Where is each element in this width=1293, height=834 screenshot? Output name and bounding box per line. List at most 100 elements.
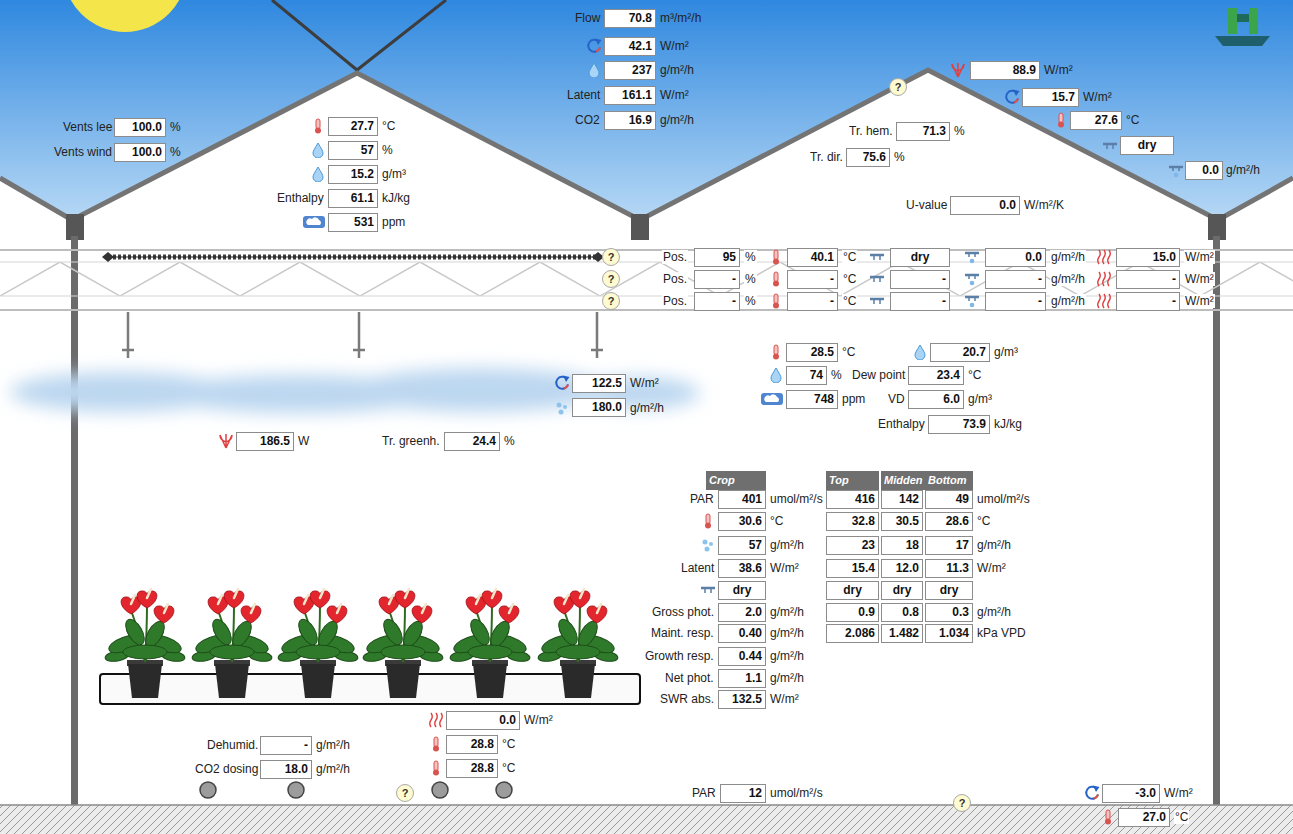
unit-label: ppm xyxy=(842,392,865,406)
value-text: - xyxy=(830,293,834,310)
plants xyxy=(362,589,443,698)
help-button: ? xyxy=(396,784,414,802)
sensor-icons xyxy=(1058,113,1064,128)
sensor-icons xyxy=(915,345,925,360)
unit-label: g/m³ xyxy=(994,345,1018,359)
field-label: Enthalpy xyxy=(878,417,925,431)
value-text: 28.5 xyxy=(811,344,834,361)
value-box: 27.7 xyxy=(328,117,378,136)
unit-label: g/m²/h xyxy=(977,605,1011,619)
value-box: 416 xyxy=(826,490,879,509)
sensor-icons xyxy=(433,737,439,752)
value-text: 2.0 xyxy=(745,604,762,621)
value-text: Top xyxy=(829,472,849,489)
value-text: 40.1 xyxy=(811,249,834,266)
sensor-icons xyxy=(1098,272,1111,286)
value-text: 0.0 xyxy=(499,712,516,729)
value-text: 61.1 xyxy=(351,190,374,207)
value-text: - xyxy=(1038,293,1042,310)
unit-label: ppm xyxy=(382,215,405,229)
field-label: U-value xyxy=(906,198,947,212)
sprinklers xyxy=(122,312,603,358)
value-box: 186.5 xyxy=(236,432,294,451)
sensor-icons xyxy=(773,294,779,309)
value-text: 0.0 xyxy=(1025,249,1042,266)
value-text: 95 xyxy=(723,249,736,266)
field-label: Latent xyxy=(681,561,714,575)
value-box: - xyxy=(1116,292,1180,311)
value-box: 1.1 xyxy=(718,669,766,688)
columns xyxy=(1213,236,1220,805)
sensor-icons xyxy=(773,272,779,287)
value-box: - xyxy=(985,292,1046,311)
value-text: 0.8 xyxy=(902,604,919,621)
value-box: 23.4 xyxy=(908,366,964,385)
value-box: 16.9 xyxy=(604,111,656,130)
sensor-icons xyxy=(771,368,781,383)
sensor-icons xyxy=(557,403,568,415)
unit-label: % xyxy=(382,143,393,157)
value-box: 2.0 xyxy=(718,603,766,622)
value-box: 32.8 xyxy=(826,512,879,531)
value-text: 0.44 xyxy=(739,648,762,665)
unit-label: W/m² xyxy=(660,88,689,102)
unit-label: °C xyxy=(1174,810,1189,824)
growing-table xyxy=(100,674,640,704)
value-box: 18 xyxy=(881,536,923,555)
value-box: 15.2 xyxy=(328,165,378,184)
field-label: SWR abs. xyxy=(660,692,714,706)
value-text: 74 xyxy=(810,367,823,384)
field-label: Flow xyxy=(575,11,600,25)
value-box: 0.0 xyxy=(950,196,1020,215)
floor xyxy=(0,805,1293,834)
field-label: Enthalpy xyxy=(277,191,324,205)
value-text: ? xyxy=(608,271,615,287)
value-box: 28.8 xyxy=(446,735,498,754)
value-text: 23 xyxy=(862,537,875,554)
value-box: 12 xyxy=(720,784,766,803)
sensor-icons xyxy=(773,345,779,360)
value-box: dry xyxy=(826,581,879,600)
value-box: 28.6 xyxy=(925,512,973,531)
sensor-icons xyxy=(313,143,323,158)
unit-label: % xyxy=(744,294,757,308)
sensor-icons xyxy=(965,253,979,263)
unit-label: kPa VPD xyxy=(977,626,1026,640)
column-header: Top xyxy=(826,471,879,490)
value-box: 49 xyxy=(925,490,973,509)
value-text: 122.5 xyxy=(592,375,622,392)
heating-pipes xyxy=(432,782,448,798)
value-box: 15.0 xyxy=(1116,248,1180,267)
value-text: 2.086 xyxy=(845,625,875,642)
truss xyxy=(0,250,1293,310)
value-box: 24.4 xyxy=(444,432,500,451)
value-box: 75.6 xyxy=(846,148,890,167)
field-label: Tr. dir. xyxy=(810,150,843,164)
value-text: 1.482 xyxy=(889,625,919,642)
logo xyxy=(1249,8,1258,34)
heating-pipes xyxy=(200,782,512,798)
value-box: 42.1 xyxy=(604,37,656,56)
unit-label: % xyxy=(744,250,757,264)
value-text: 186.5 xyxy=(260,433,290,450)
value-box: 61.1 xyxy=(328,189,378,208)
value-box: 95 xyxy=(694,248,740,267)
value-text: Crop xyxy=(709,472,735,489)
value-text: 132.5 xyxy=(732,691,762,708)
unit-label: % xyxy=(504,434,515,448)
value-box: 27.6 xyxy=(1070,111,1122,130)
sprinklers xyxy=(122,312,134,358)
value-box: 0.9 xyxy=(826,603,879,622)
value-box: dry xyxy=(925,581,973,600)
value-box: 30.6 xyxy=(718,512,766,531)
value-text: 15.0 xyxy=(1153,249,1176,266)
field-label: Gross phot. xyxy=(652,605,714,619)
value-box: - xyxy=(985,270,1046,289)
value-text: 75.6 xyxy=(863,149,886,166)
unit-label: W/m² xyxy=(1164,786,1193,800)
value-box: 38.6 xyxy=(718,559,766,578)
value-text: 16.9 xyxy=(629,112,652,129)
value-box: - xyxy=(787,292,838,311)
value-text: 12 xyxy=(749,785,762,802)
value-text: dry xyxy=(843,582,862,599)
